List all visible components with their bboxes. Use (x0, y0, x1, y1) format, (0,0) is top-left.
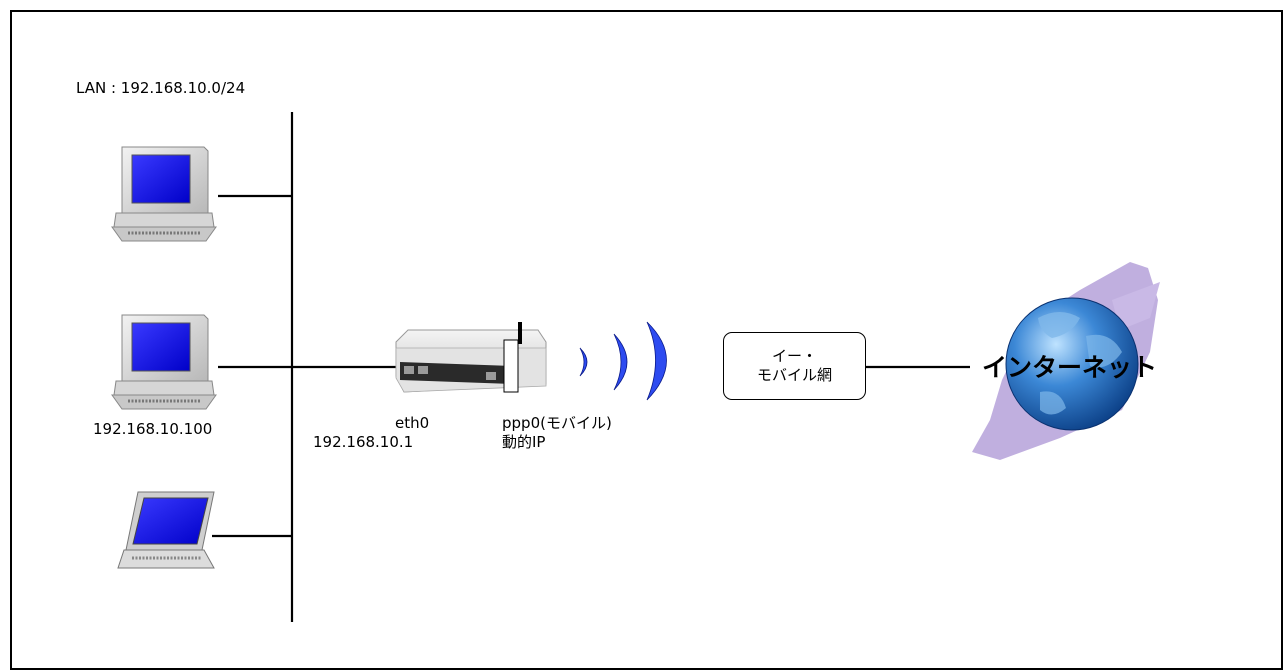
network-diagram (111, 112, 1160, 622)
pc-ip-label: 192.168.10.100 (93, 420, 213, 438)
mobile-network-line1: イー・ (771, 347, 817, 365)
ppp-name-label: ppp0(モバイル) (502, 414, 612, 432)
radio-wave-icon (579, 321, 667, 401)
desktop-pc-icon (111, 146, 217, 242)
lan-label: LAN : 192.168.10.0/24 (76, 79, 246, 97)
internet-globe-icon (972, 262, 1160, 460)
eth-name-label: eth0 (395, 414, 430, 432)
desktop-pc-icon (111, 314, 217, 410)
laptop-icon (117, 491, 215, 569)
mobile-network-line2: モバイル網 (756, 366, 832, 384)
mobile-network-box: イー・ モバイル網 (723, 332, 866, 400)
router-icon (395, 322, 547, 393)
ppp-ip-label: 動的IP (502, 433, 546, 451)
internet-label: インターネット (982, 353, 1158, 382)
eth-ip-label: 192.168.10.1 (313, 433, 414, 451)
